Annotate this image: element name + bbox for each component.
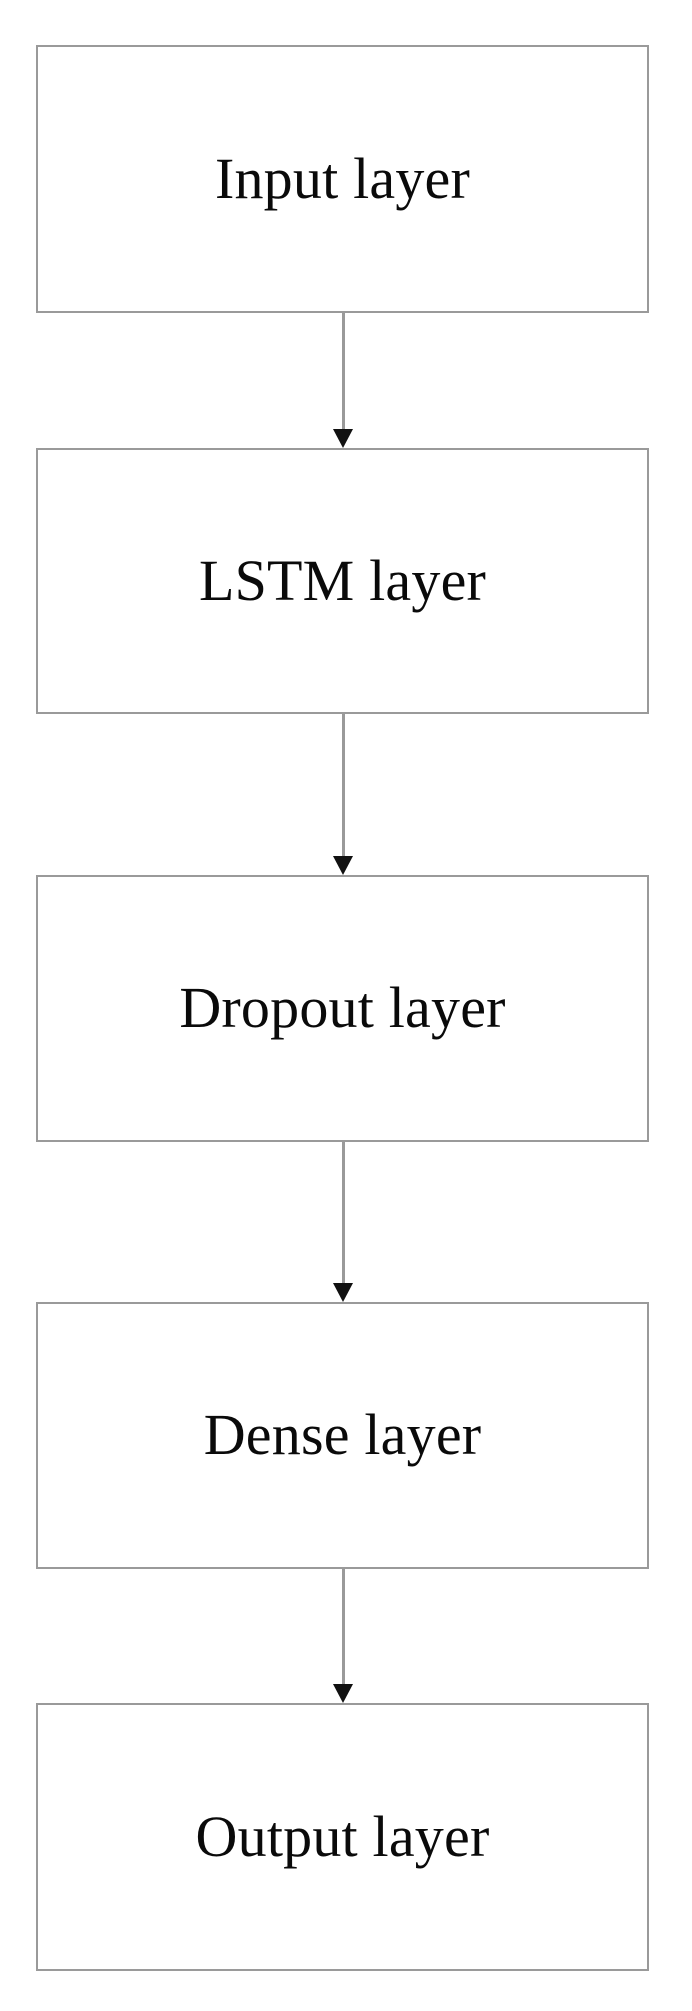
flow-node-label: Dropout layer (179, 975, 506, 1041)
down-arrow-icon (333, 1283, 353, 1302)
connector-line (342, 1142, 345, 1283)
flow-node-dense[interactable]: Dense layer (36, 1302, 649, 1569)
flow-node-label: LSTM layer (198, 547, 487, 613)
down-arrow-icon (333, 856, 353, 875)
flow-node-dropout[interactable]: Dropout layer (36, 875, 649, 1142)
flow-node-label: Output layer (195, 1803, 490, 1869)
flow-node-output[interactable]: Output layer (36, 1703, 649, 1971)
connector-line (342, 313, 345, 429)
connector-line (342, 714, 345, 856)
down-arrow-icon (333, 1684, 353, 1703)
flow-node-label: Dense layer (203, 1402, 482, 1468)
connector-line (342, 1569, 345, 1684)
flow-node-label: Input layer (214, 145, 471, 211)
flow-node-input[interactable]: Input layer (36, 45, 649, 313)
flow-node-lstm[interactable]: LSTM layer (36, 448, 649, 714)
down-arrow-icon (333, 429, 353, 448)
